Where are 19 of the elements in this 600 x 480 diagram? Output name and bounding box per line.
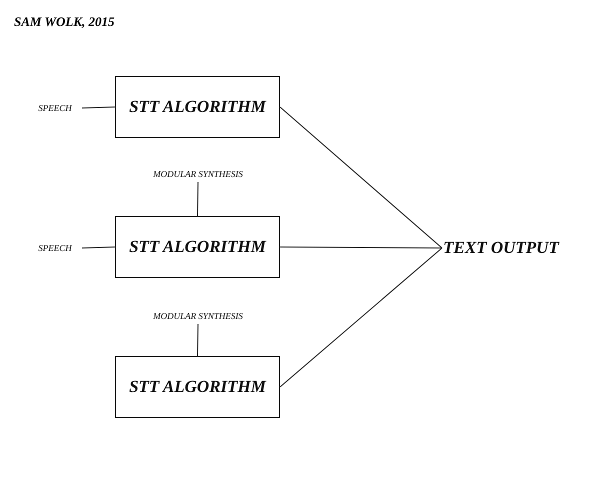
connector-line	[280, 106, 442, 248]
connector-line	[82, 106, 116, 108]
connector-line	[197, 324, 198, 356]
process-box	[115, 216, 280, 278]
input-label: SPEECH	[28, 240, 82, 256]
process-box	[115, 356, 280, 418]
box-label: STT ALGORITHM	[129, 97, 266, 117]
connector-line	[82, 246, 116, 248]
diagram-title: SAM WOLK, 2015	[14, 14, 115, 30]
input-label: MODULAR SYNTHESIS	[142, 165, 254, 182]
input-label: SPEECH	[28, 100, 82, 116]
process-box	[115, 76, 280, 138]
connector-line	[280, 248, 442, 388]
output-label: TEXT OUTPUT	[442, 237, 560, 259]
input-label: MODULAR SYNTHESIS	[142, 307, 254, 324]
connector-line	[197, 182, 198, 216]
box-label: STT ALGORITHM	[129, 377, 266, 397]
box-label: STT ALGORITHM	[129, 237, 266, 257]
connector-line	[280, 246, 442, 248]
